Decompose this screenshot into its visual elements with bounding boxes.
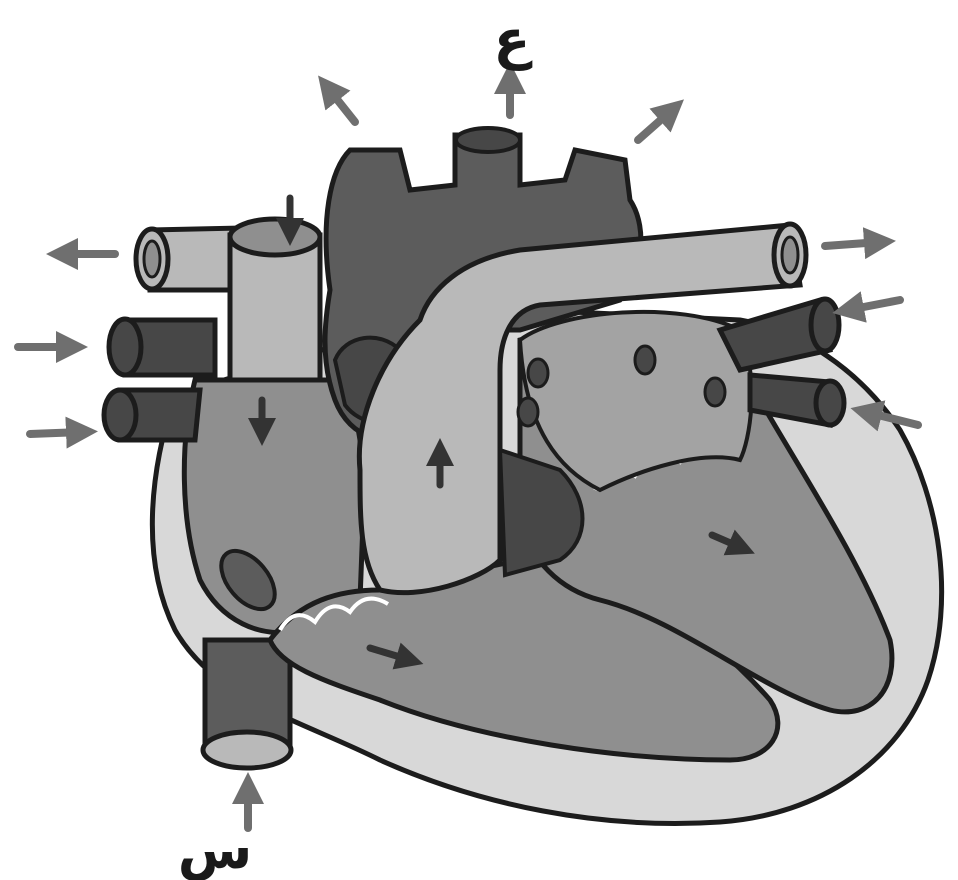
arrow-top-left — [328, 88, 355, 122]
superior-vena-cava — [230, 219, 320, 380]
inferior-vena-cava — [203, 640, 291, 768]
label-bottom: س — [178, 818, 253, 880]
label-top: ع — [494, 8, 533, 71]
arrow-left-in-2 — [30, 432, 82, 434]
arrow-top-right — [638, 110, 672, 140]
arrow-right-out — [825, 242, 880, 246]
arrow-right-in-1 — [848, 300, 900, 310]
left-pulmonary-artery — [136, 228, 240, 290]
